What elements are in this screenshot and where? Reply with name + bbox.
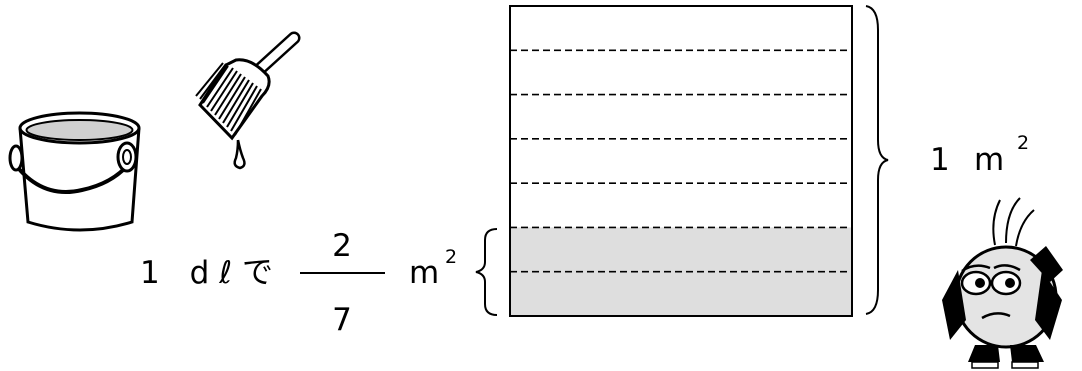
small-brace <box>475 228 498 316</box>
label-prefix: 1 dℓで <box>140 255 283 291</box>
paint-bucket-icon <box>8 111 141 232</box>
whole-area-label: 1 m 2 <box>930 132 1029 178</box>
rectangle-outline <box>509 5 853 317</box>
small-area-label: 1 dℓで 2 7 m 2 <box>140 228 457 338</box>
paint-brush-icon <box>195 31 301 170</box>
fraction-numerator: 2 <box>332 228 352 264</box>
thinking-character-icon <box>942 197 1063 369</box>
unit-m: m <box>409 255 439 291</box>
fraction-denominator: 7 <box>332 302 352 338</box>
whole-exponent: 2 <box>1017 132 1029 154</box>
large-brace <box>865 5 889 315</box>
unit-exponent: 2 <box>445 246 457 268</box>
whole-unit: m <box>974 142 1004 178</box>
whole-number: 1 <box>930 142 950 178</box>
fraction-rectangle <box>509 5 853 317</box>
